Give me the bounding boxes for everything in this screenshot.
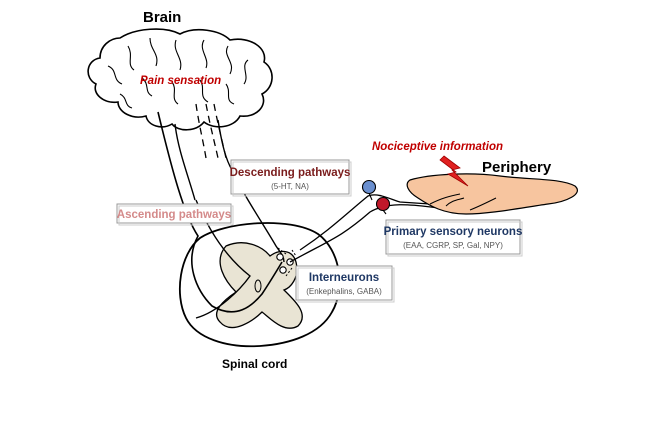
brain-outline bbox=[87, 28, 273, 131]
interneuron-terminal-3 bbox=[279, 266, 287, 274]
descending-fibre-dashed-1 bbox=[195, 103, 207, 159]
lightning-bolt-icon bbox=[439, 155, 469, 187]
ascending-pathway-line-2 bbox=[195, 199, 251, 319]
interneuron-terminal-1 bbox=[276, 253, 284, 261]
interneurons-title: Interneurons bbox=[309, 272, 379, 284]
primary-sensory-neurons-sub: (EAA, CGRP, SP, Gal, NPY) bbox=[403, 241, 503, 250]
spinal-cord-label: Spinal cord bbox=[222, 357, 287, 371]
descending-fibre-dashed-3 bbox=[213, 103, 227, 159]
primary-sensory-neurons-title: Primary sensory neurons bbox=[384, 226, 523, 238]
primary-sensory-neurons-box: Primary sensory neurons (EAA, CGRP, SP, … bbox=[384, 219, 523, 257]
interneurons-box: Interneurons (Enkephalins, GABA) bbox=[295, 265, 395, 303]
nociceptive-label: Nociceptive information bbox=[372, 141, 503, 153]
dorsal-root-ganglion-stalk-1 bbox=[368, 192, 373, 201]
brain-folds bbox=[107, 37, 249, 109]
dorsal-root-ganglion-blue bbox=[361, 179, 377, 195]
interneuron-dashed-links bbox=[277, 247, 297, 277]
ascending-pathways-title: Ascending pathways bbox=[117, 209, 231, 221]
descending-fibre-dashed-2 bbox=[205, 103, 219, 159]
central-canal bbox=[254, 279, 262, 293]
interneurons-sub: (Enkephalins, GABA) bbox=[306, 287, 382, 296]
brain-title: Brain bbox=[143, 9, 181, 26]
brainstem-left bbox=[174, 123, 196, 201]
periphery-title: Periphery bbox=[482, 159, 552, 176]
ascending-pathways-box: Ascending pathways bbox=[116, 203, 234, 226]
descending-pathways-box: Descending pathways (5-HT, NA) bbox=[230, 159, 352, 197]
primary-afferent-fibre-1 bbox=[289, 204, 471, 263]
pain-sensation-label: Pain sensation bbox=[140, 75, 221, 87]
dorsal-root-ganglion-red bbox=[375, 196, 391, 212]
ascending-pathway-line bbox=[157, 111, 283, 313]
descending-pathways-sub: (5-HT, NA) bbox=[271, 182, 309, 191]
periphery-nerve-endings bbox=[429, 193, 497, 211]
primary-afferent-fibre-2 bbox=[299, 194, 431, 251]
descending-pathways-title: Descending pathways bbox=[230, 167, 351, 179]
periphery-skin bbox=[406, 173, 578, 215]
